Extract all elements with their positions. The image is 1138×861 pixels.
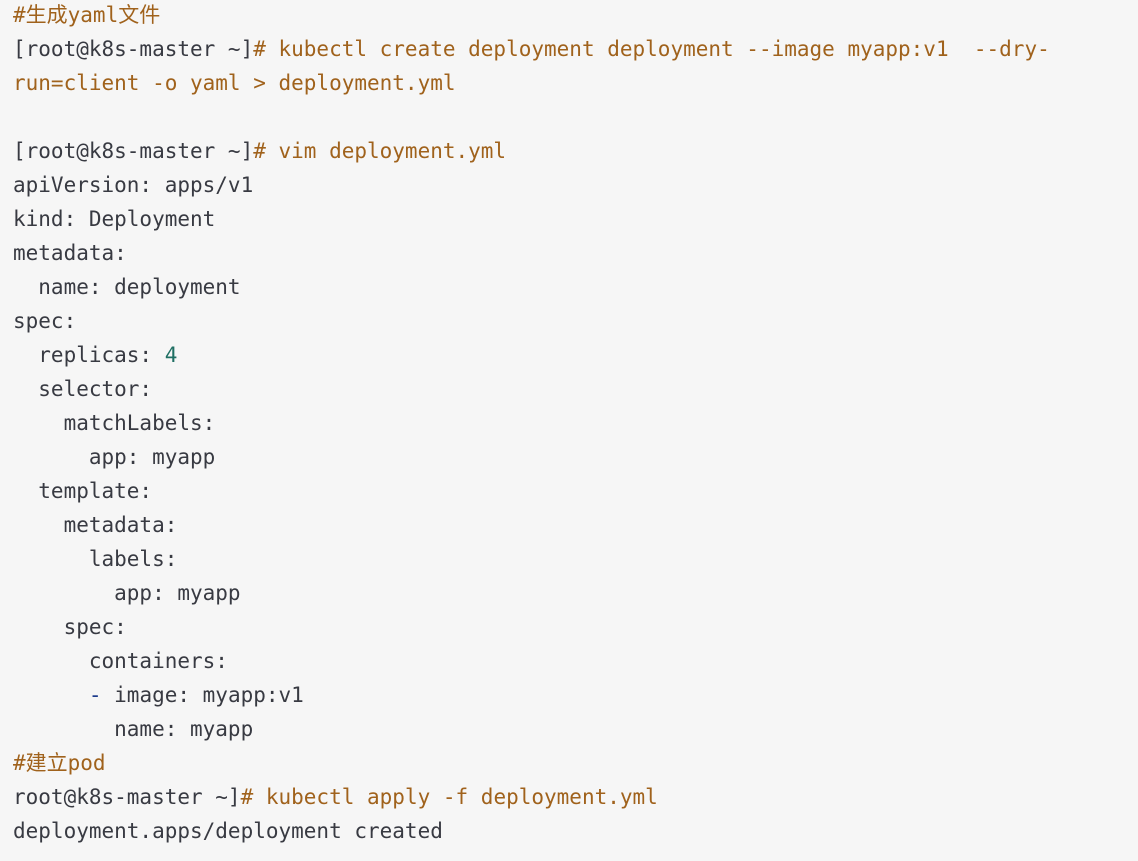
- yaml-text: app: myapp: [13, 581, 241, 605]
- comment-text: #生成yaml文件: [13, 3, 161, 27]
- yaml-line-list-item: - image: myapp:v1: [13, 678, 1138, 712]
- yaml-text: spec:: [13, 309, 77, 333]
- yaml-line: spec:: [13, 304, 1138, 338]
- yaml-text: spec:: [13, 615, 127, 639]
- yaml-text: selector:: [13, 377, 153, 401]
- shell-command-continuation: run=client -o yaml > deployment.yml: [13, 71, 456, 95]
- yaml-line: metadata:: [13, 508, 1138, 542]
- yaml-text: metadata:: [13, 241, 127, 265]
- code-line-create-command: [root@k8s-master ~]# kubectl create depl…: [13, 32, 1138, 66]
- yaml-line: spec:: [13, 610, 1138, 644]
- shell-prompt: root@k8s-master ~]: [13, 785, 241, 809]
- yaml-text: metadata:: [13, 513, 178, 537]
- yaml-text: template:: [13, 479, 153, 503]
- yaml-line: labels:: [13, 542, 1138, 576]
- yaml-text: name: myapp: [13, 717, 254, 741]
- code-line-vim-command: [root@k8s-master ~]# vim deployment.yml: [13, 134, 1138, 168]
- yaml-line-replicas: replicas: 4: [13, 338, 1138, 372]
- yaml-line: app: myapp: [13, 576, 1138, 610]
- yaml-indent: [13, 683, 89, 707]
- yaml-line: name: myapp: [13, 712, 1138, 746]
- yaml-line: metadata:: [13, 236, 1138, 270]
- code-line-apply-command: root@k8s-master ~]# kubectl apply -f dep…: [13, 780, 1138, 814]
- yaml-line: matchLabels:: [13, 406, 1138, 440]
- code-line-comment-create-pod: #建立pod: [13, 746, 1138, 780]
- yaml-list-dash: -: [88, 683, 102, 707]
- code-line-create-command-cont: run=client -o yaml > deployment.yml: [13, 66, 1138, 100]
- yaml-text: image: myapp:v1: [101, 683, 304, 707]
- yaml-line: selector:: [13, 372, 1138, 406]
- yaml-text: containers:: [13, 649, 228, 673]
- yaml-text: name: deployment: [13, 275, 241, 299]
- yaml-line: containers:: [13, 644, 1138, 678]
- yaml-line: name: deployment: [13, 270, 1138, 304]
- yaml-line: app: myapp: [13, 440, 1138, 474]
- yaml-text: app: myapp: [13, 445, 216, 469]
- comment-text: #建立pod: [13, 751, 106, 775]
- yaml-line: template:: [13, 474, 1138, 508]
- yaml-line: kind: Deployment: [13, 202, 1138, 236]
- code-line-blank: [13, 100, 1138, 134]
- shell-prompt: [root@k8s-master ~]: [13, 139, 254, 163]
- code-line-comment-generate-yaml: #生成yaml文件: [13, 0, 1138, 32]
- shell-command: # kubectl apply -f deployment.yml: [240, 785, 658, 809]
- yaml-key: replicas:: [13, 343, 165, 367]
- yaml-text: kind: Deployment: [13, 207, 216, 231]
- shell-prompt: [root@k8s-master ~]: [13, 37, 254, 61]
- yaml-text: matchLabels:: [13, 411, 216, 435]
- code-line-output: deployment.apps/deployment created: [13, 814, 1138, 848]
- command-output: deployment.apps/deployment created: [13, 819, 443, 843]
- shell-command: # vim deployment.yml: [253, 139, 507, 163]
- yaml-line: apiVersion: apps/v1: [13, 168, 1138, 202]
- yaml-number-value: 4: [164, 343, 178, 367]
- shell-command: # kubectl create deployment deployment -…: [253, 37, 1050, 61]
- yaml-text: labels:: [13, 547, 178, 571]
- yaml-text: apiVersion: apps/v1: [13, 173, 254, 197]
